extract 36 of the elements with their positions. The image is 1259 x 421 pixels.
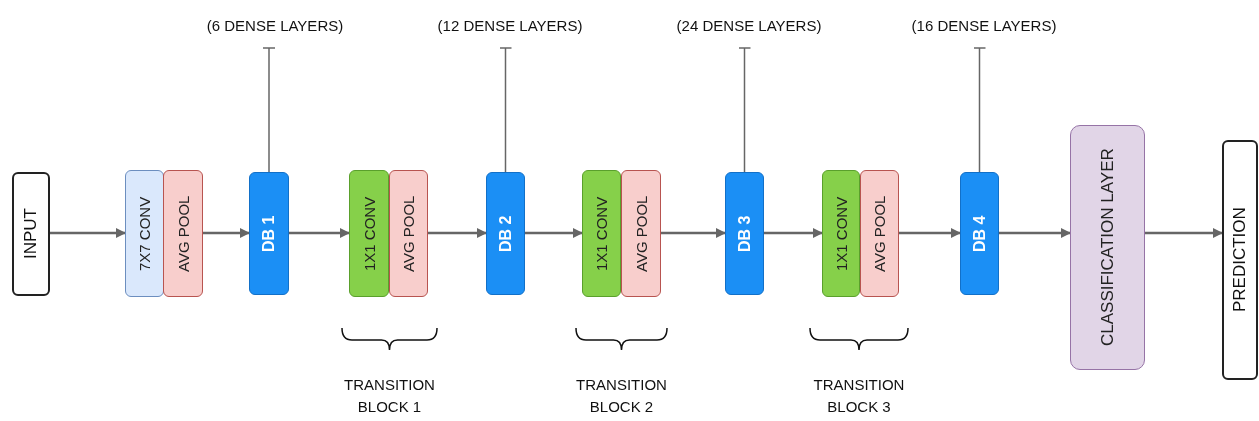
arrow (764, 228, 823, 238)
convolution-layer-box: 1X1 CONV (582, 170, 621, 297)
convolution-layer-box: 7X7 CONV (125, 170, 164, 297)
arrow (1145, 228, 1223, 238)
pooling-layer-box: AVG POOL (621, 170, 661, 297)
arrow (999, 228, 1071, 238)
dense-block-box: DB 1 (249, 172, 289, 295)
arrow (428, 228, 487, 238)
input-output-box: INPUT (12, 172, 50, 296)
arrow (50, 228, 126, 238)
connector-line (498, 47, 513, 173)
pooling-layer-box: AVG POOL (860, 170, 899, 297)
pooling-layer-box: AVG POOL (389, 170, 428, 297)
block-label: TRANSITION BLOCK 3 (812, 375, 906, 417)
pooling-layer-box: AVG POOL (163, 170, 203, 297)
input-output-box: PREDICTION (1222, 140, 1258, 380)
arrow (289, 228, 350, 238)
arrow (203, 228, 250, 238)
layer-count-label: (16 DENSE LAYERS) (899, 14, 1069, 38)
classification-layer-box: CLASSIFICATION LAYER (1070, 125, 1145, 370)
arrow (661, 228, 726, 238)
layer-count-label: (12 DENSE LAYERS) (425, 14, 595, 38)
convolution-layer-box: 1X1 CONV (349, 170, 389, 297)
dense-block-box: DB 2 (486, 172, 525, 295)
connector-line (737, 47, 752, 173)
connector-line (972, 47, 987, 173)
block-label: TRANSITION BLOCK 1 (343, 375, 436, 417)
arrow (525, 228, 583, 238)
dense-block-box: DB 4 (960, 172, 999, 295)
connector-line (262, 47, 276, 173)
layer-count-label: (24 DENSE LAYERS) (664, 14, 834, 38)
arrow (899, 228, 961, 238)
convolution-layer-box: 1X1 CONV (822, 170, 860, 297)
dense-block-box: DB 3 (725, 172, 764, 295)
block-label: TRANSITION BLOCK 2 (575, 375, 668, 417)
layer-count-label: (6 DENSE LAYERS) (190, 14, 360, 38)
